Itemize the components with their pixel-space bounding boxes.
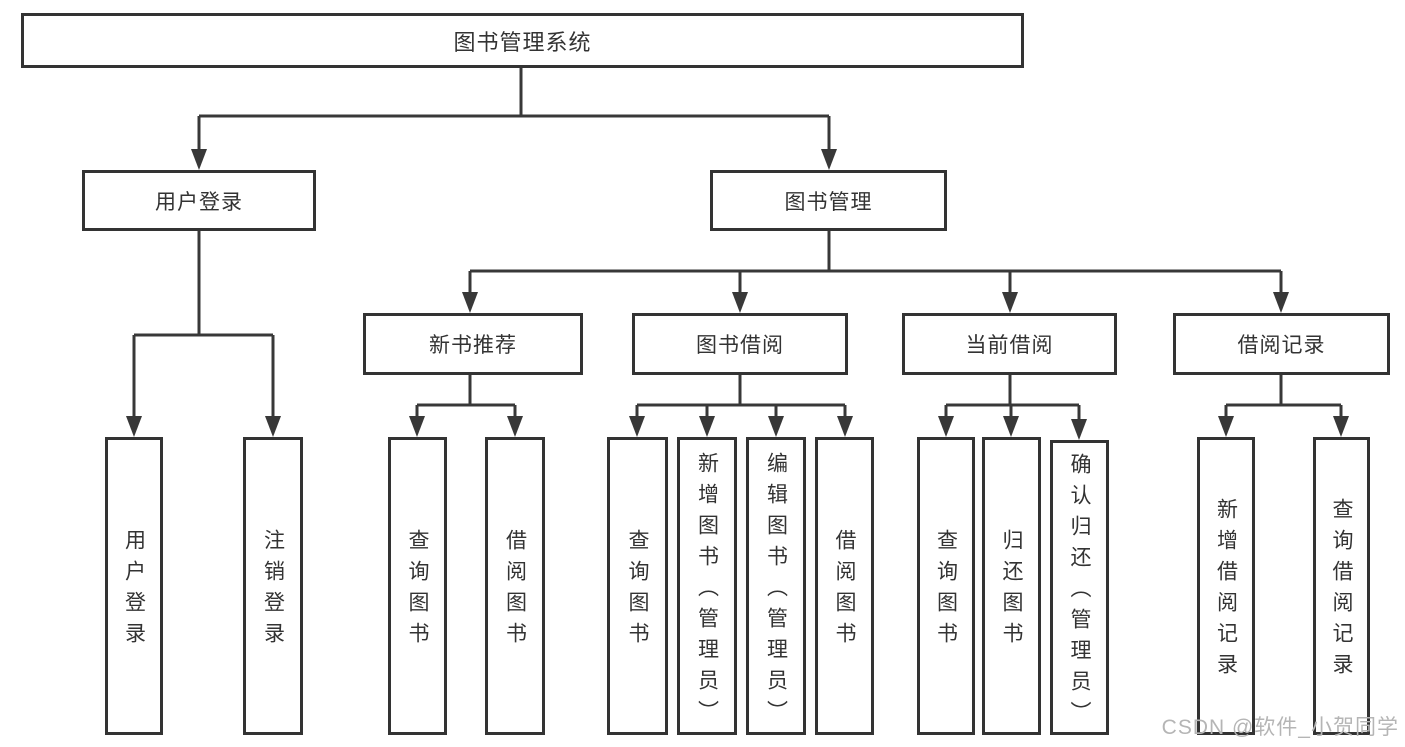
node-root-system: 图书管理系统 bbox=[21, 13, 1024, 68]
leaf-query-books-recommend: 查询图书 bbox=[388, 437, 447, 735]
node-borrowing-records: 借阅记录 bbox=[1173, 313, 1390, 375]
arrow-icon bbox=[1003, 416, 1019, 437]
leaf-borrow-books-recommend: 借阅图书 bbox=[485, 437, 545, 735]
csdn-watermark: CSDN @软件_小贺同学 bbox=[1161, 716, 1399, 739]
arrow-icon bbox=[732, 292, 748, 313]
node-new-book-recommend: 新书推荐 bbox=[363, 313, 583, 375]
arrow-icon bbox=[462, 292, 478, 313]
arrow-icon bbox=[768, 416, 784, 437]
leaf-return-books: 归还图书 bbox=[982, 437, 1041, 735]
leaf-query-borrow-record: 查询借阅记录 bbox=[1313, 437, 1370, 735]
node-book-borrowing: 图书借阅 bbox=[632, 313, 848, 375]
leaf-user-login: 用户登录 bbox=[105, 437, 163, 735]
node-current-borrowing: 当前借阅 bbox=[902, 313, 1117, 375]
arrow-icon bbox=[1273, 292, 1289, 313]
arrow-icon bbox=[938, 416, 954, 437]
leaf-add-books-admin: 新增图书（管理员） bbox=[677, 437, 737, 735]
leaf-add-borrow-record: 新增借阅记录 bbox=[1197, 437, 1255, 735]
arrow-icon bbox=[629, 416, 645, 437]
arrow-icon bbox=[1071, 419, 1087, 440]
arrow-icon bbox=[821, 149, 837, 170]
node-user-login: 用户登录 bbox=[82, 170, 316, 231]
arrow-icon bbox=[409, 416, 425, 437]
arrow-icon bbox=[191, 149, 207, 170]
leaf-borrow-books: 借阅图书 bbox=[815, 437, 874, 735]
arrow-icon bbox=[837, 416, 853, 437]
leaf-logout: 注销登录 bbox=[243, 437, 303, 735]
arrow-icon bbox=[265, 416, 281, 437]
leaf-confirm-return-admin: 确认归还（管理员） bbox=[1050, 440, 1109, 735]
arrow-icon bbox=[1218, 416, 1234, 437]
leaf-edit-books-admin: 编辑图书（管理员） bbox=[746, 437, 806, 735]
leaf-query-books-current: 查询图书 bbox=[917, 437, 975, 735]
arrow-icon bbox=[699, 416, 715, 437]
arrow-icon bbox=[507, 416, 523, 437]
leaf-query-books-borrowing: 查询图书 bbox=[607, 437, 668, 735]
arrow-icon bbox=[1002, 292, 1018, 313]
node-book-management: 图书管理 bbox=[710, 170, 947, 231]
arrow-icon bbox=[126, 416, 142, 437]
arrow-icon bbox=[1333, 416, 1349, 437]
